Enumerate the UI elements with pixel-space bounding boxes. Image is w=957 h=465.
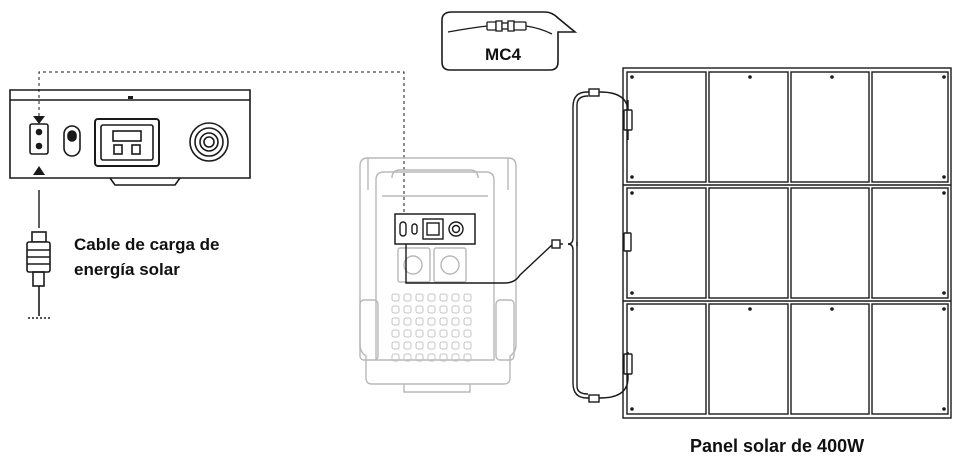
solar-panel-label: Panel solar de 400W xyxy=(690,436,865,456)
solar-charging-plug xyxy=(26,231,51,319)
solar-cell xyxy=(871,187,949,299)
portable-power-station xyxy=(359,157,517,393)
solar-input-port xyxy=(29,123,49,155)
solar-cell xyxy=(790,303,870,415)
solar-cell xyxy=(708,187,789,299)
rear-panel-detail xyxy=(9,89,251,186)
breaker-switch xyxy=(63,125,81,157)
mc4-callout xyxy=(441,11,578,71)
vent-grille xyxy=(391,293,472,362)
solar-cable-label-line2: energía solar xyxy=(74,260,180,279)
insert-arrows xyxy=(33,116,45,175)
panel-cables xyxy=(405,88,633,403)
ac-socket xyxy=(94,118,160,167)
solar-cable-label: Cable de carga de energía solar xyxy=(74,232,220,282)
mc4-connector-icon xyxy=(447,20,553,35)
solar-cell xyxy=(790,187,870,299)
solar-cell xyxy=(626,187,707,299)
solar-cell xyxy=(622,67,952,419)
panel-grommets xyxy=(630,75,946,411)
mc4-label: MC4 xyxy=(485,45,521,64)
solar-cell xyxy=(708,71,789,183)
solar-cell xyxy=(626,71,707,183)
round-port xyxy=(189,122,229,162)
station-port-panel xyxy=(394,213,476,245)
solar-cell xyxy=(871,71,949,183)
solar-cable-label-line1: Cable de carga de xyxy=(74,235,220,254)
solar-cell xyxy=(626,303,707,415)
solar-cell xyxy=(708,303,789,415)
solar-cell xyxy=(871,303,949,415)
solar-cell xyxy=(790,71,870,183)
foldable-solar-panel xyxy=(622,67,952,419)
